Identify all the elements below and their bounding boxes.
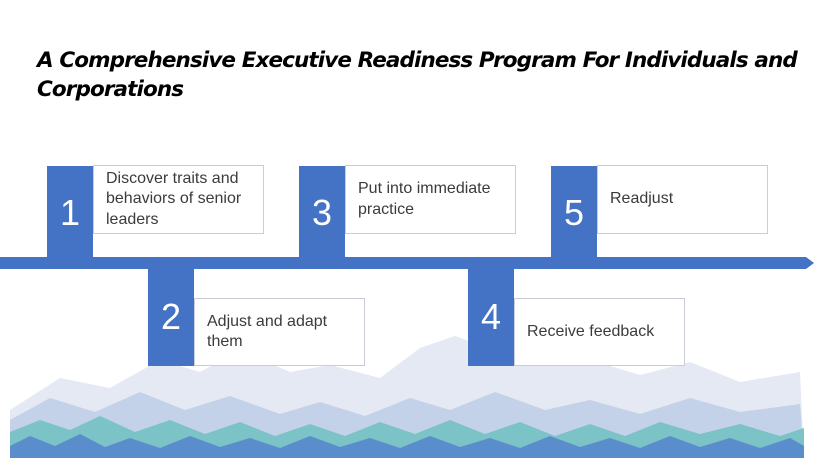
page-title: A Comprehensive Executive Readiness Prog… — [37, 48, 798, 102]
step-number-5: 5 — [551, 166, 597, 259]
step-text-1: Discover traits and behaviors of senior … — [106, 169, 242, 228]
step-label-3: Put into immediate practice — [345, 165, 516, 234]
step-number-1: 1 — [47, 166, 93, 259]
step-label-1: Discover traits and behaviors of senior … — [93, 165, 264, 234]
step-text-4: Receive feedback — [527, 322, 655, 340]
step-label-4: Receive feedback — [514, 298, 685, 366]
timeline-arrow — [0, 257, 814, 269]
step-text-3: Put into immediate practice — [358, 180, 491, 218]
front-mountains — [10, 434, 804, 458]
step-number-2: 2 — [148, 267, 194, 366]
step-number-4: 4 — [468, 267, 514, 366]
step-label-2: Adjust and adapt them — [194, 298, 365, 366]
step-text-5: Readjust — [610, 190, 674, 208]
step-text-2: Adjust and adapt them — [207, 312, 328, 351]
step-label-5: Readjust — [597, 165, 768, 234]
step-number-3: 3 — [299, 166, 345, 259]
